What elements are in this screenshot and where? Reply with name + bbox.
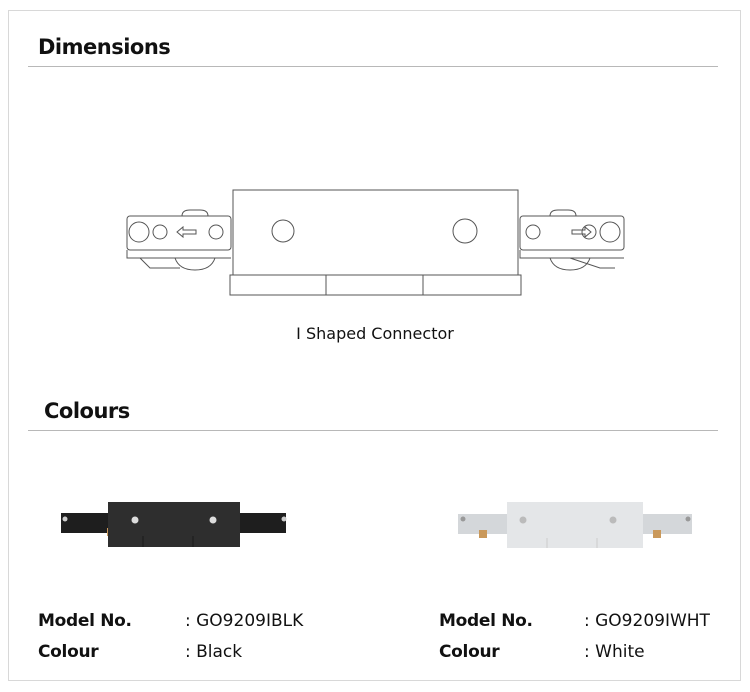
colours-divider bbox=[28, 430, 718, 431]
black-connector-image bbox=[61, 502, 287, 547]
dimensions-heading: Dimensions bbox=[38, 35, 171, 59]
model-label: Model No. bbox=[439, 611, 533, 631]
colour-label: Colour bbox=[38, 642, 99, 662]
white-connector-image bbox=[458, 502, 692, 548]
connector-line-drawing bbox=[126, 189, 625, 296]
model-value: : GO9209IBLK bbox=[185, 611, 304, 631]
connector-caption: I Shaped Connector bbox=[296, 324, 454, 343]
colour-value: : Black bbox=[185, 642, 243, 662]
colours-heading: Colours bbox=[44, 399, 130, 423]
colour-value: : White bbox=[584, 642, 645, 662]
model-label: Model No. bbox=[38, 611, 132, 631]
dimensions-divider bbox=[28, 66, 718, 67]
model-value: : GO9209IWHT bbox=[584, 611, 710, 631]
content-frame bbox=[8, 10, 741, 681]
colour-label: Colour bbox=[439, 642, 500, 662]
